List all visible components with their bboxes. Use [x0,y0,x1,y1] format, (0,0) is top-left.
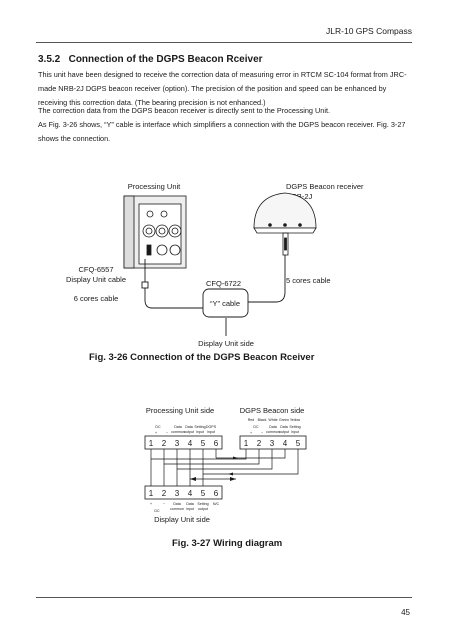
section-number: 3.5.2 [38,54,61,65]
beacon-side-label: DGPS Beacon side [240,406,305,415]
bottom-pin-2: 2 [162,489,167,498]
fig-3-27-wiring-diagram: Processing Unit side DGPS Beacon side DC… [144,406,307,524]
beacon-receiver-label-1: DGPS Beacon receiver [286,182,364,191]
display-side-label: Display Unit side [154,515,210,524]
processing-unit-label: Processing Unit [128,182,181,191]
running-header: JLR-10 GPS Compass [326,26,412,36]
fig-3-27-caption: Fig. 3-27 Wiring diagram [172,538,283,549]
bottom-pin-3: 3 [175,489,180,498]
section-title: 3.5.2 Connection of the DGPS Beacon Rcei… [38,54,263,65]
top-left-label-5b: input [196,430,204,434]
five-cores-label: 5 cores cable [286,276,331,285]
top-left-label-4a: Data [185,425,193,429]
beacon-receiver-unit [253,192,317,256]
bottom-dc-label: DC [154,509,160,513]
top-left-label-2b: − [166,431,168,435]
bottom-label-3b: common [170,507,184,511]
bottom-label-2a: − [163,502,165,506]
top-left-label-6a: DGPS [206,425,217,429]
top-left-pin-2: 2 [162,439,167,448]
top-left-label-3b: common [171,430,185,434]
y-cable-label: “Y” cable [210,299,240,308]
cfq6722-label: CFQ-6722 [206,279,241,288]
bottom-label-3a: Data [173,502,181,506]
paragraph-2: The correction data from the DGPS beacon… [38,106,331,115]
bottom-pin-6: 6 [214,489,219,498]
top-right-label-1b: + [250,431,252,435]
bottom-label-5b: output [198,507,208,511]
bottom-pin-1: 1 [149,489,154,498]
top-right-label-4a: Data [280,425,288,429]
top-left-label-4b: output [184,430,194,434]
top-right-pin-2: 2 [257,439,262,448]
top-left-pin-3: 3 [175,439,180,448]
bottom-pin-5: 5 [201,489,206,498]
top-right-dc-label: DC [253,425,259,429]
top-right-label-4b: output [279,430,289,434]
top-left-label-5a: Setting [194,425,205,429]
top-right-label-3a: Data [269,425,277,429]
top-left-pin-5: 5 [201,439,206,448]
bottom-label-6a: N/C [213,502,220,506]
cfq6557-label-1: CFQ-6557 [78,265,113,274]
wiring-lines [150,449,299,486]
page-number: 45 [401,608,410,617]
color-black: Black [258,418,267,422]
color-red: Red [248,418,255,422]
footer-rule [36,597,412,598]
fig-3-26-caption: Fig. 3-26 Connection of the DGPS Beacon … [89,352,315,363]
section-title-text: Connection of the DGPS Beacon Rceiver [68,54,263,65]
top-right-terminal-block [239,435,307,450]
fig26-cables [141,255,286,336]
processing-unit-box [123,195,187,269]
top-right-label-5a: Setting [289,425,300,429]
color-yellow: Yellow [290,418,301,422]
paragraph-1: This unit have been designed to receive … [38,70,407,107]
bottom-label-5a: Setting [197,502,208,506]
bottom-label-4a: Data [186,502,194,506]
paragraph-3: As Fig. 3-26 shows, “Y” cable is interfa… [38,120,406,143]
top-left-label-1b: + [155,431,157,435]
top-left-label-6b: input [207,430,215,434]
top-right-label-5b: input [291,430,299,434]
top-left-pin-4: 4 [188,439,193,448]
top-left-pin-6: 6 [214,439,219,448]
top-right-pin-3: 3 [270,439,275,448]
top-right-label-3b: common [266,430,280,434]
top-left-pin-1: 1 [149,439,154,448]
bottom-label-4b: input [186,507,194,511]
display-unit-side-label: Display Unit side [198,339,254,348]
header-rule [36,42,412,43]
top-right-label-2b: − [261,431,263,435]
six-cores-label: 6 cores cable [74,294,119,303]
top-right-pin-4: 4 [283,439,288,448]
fig-3-26-diagram: Processing Unit DGPS Beacon receiver NRB… [66,182,364,348]
bottom-label-1a: + [150,502,152,506]
bottom-terminal-block [144,485,223,500]
top-left-terminal-block [144,435,223,450]
color-white: White [268,418,277,422]
cfq6557-label-2: Display Unit cable [66,275,126,284]
top-right-pin-5: 5 [296,439,301,448]
bottom-pin-4: 4 [188,489,193,498]
top-left-dc-label: DC [155,425,161,429]
top-left-label-3a: Data [174,425,182,429]
processing-side-label: Processing Unit side [146,406,214,415]
y-cable-box [202,288,249,318]
top-right-pin-1: 1 [244,439,249,448]
color-green: Green [279,418,289,422]
